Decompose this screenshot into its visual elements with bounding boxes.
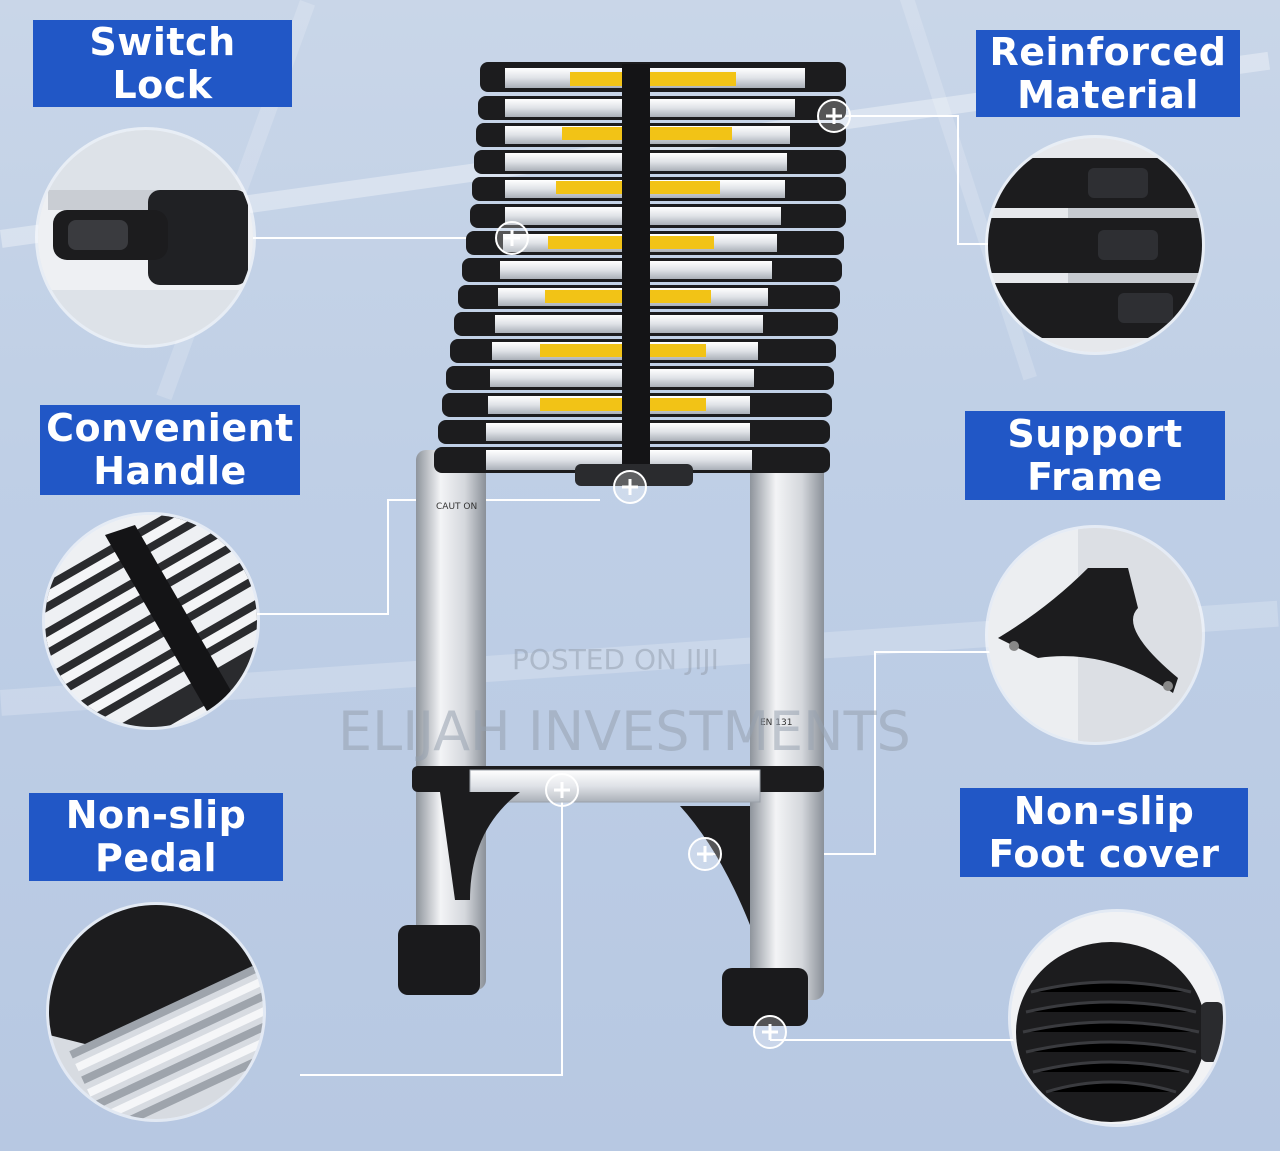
label-line: Convenient	[46, 406, 294, 451]
non-slip-foot-cover-label: Non-slip Foot cover	[960, 788, 1248, 877]
support-frame-detail-icon	[988, 528, 1202, 742]
posted-on-watermark: POSTED ON JIJI	[512, 643, 719, 676]
label-line: Handle	[93, 449, 247, 493]
non-slip-pedal-label: Non-slip Pedal	[29, 793, 283, 881]
non-slip-pedal-detail-image	[49, 905, 263, 1119]
label-line: Switch Lock	[89, 19, 236, 107]
reinforced-material-detail-icon	[988, 138, 1202, 352]
caution-label: CAUT ON	[436, 502, 478, 512]
standard-label: EN 131	[760, 718, 793, 728]
convenient-handle-detail-icon	[45, 515, 257, 727]
label-line: Non-slip	[65, 793, 247, 838]
label-line: Support	[1007, 411, 1183, 456]
label-line: Foot cover	[988, 831, 1220, 876]
label-line: Non-slip	[1013, 788, 1195, 833]
switch-lock-label: Switch Lock	[33, 20, 292, 107]
non-slip-foot-cover-detail-icon	[1011, 912, 1223, 1124]
reinforced-material-label: Reinforced Material	[976, 30, 1240, 117]
label-line: Reinforced	[989, 29, 1227, 74]
switch-lock-detail-image	[38, 130, 253, 345]
reinforced-material-detail-image	[988, 138, 1202, 352]
label-line: Pedal	[95, 836, 217, 880]
convenient-handle-detail-image	[45, 515, 257, 727]
non-slip-foot-cover-detail-image	[1011, 912, 1223, 1124]
support-frame-detail-image	[988, 528, 1202, 742]
label-line: Frame	[1027, 454, 1163, 499]
label-line: Material	[1017, 72, 1199, 117]
non-slip-pedal-detail-icon	[49, 905, 263, 1119]
seller-watermark: ELIJAH INVESTMENTS	[338, 700, 911, 763]
convenient-handle-label: Convenient Handle	[40, 405, 300, 495]
switch-lock-detail-icon	[38, 130, 253, 345]
support-frame-label: Support Frame	[965, 411, 1225, 500]
